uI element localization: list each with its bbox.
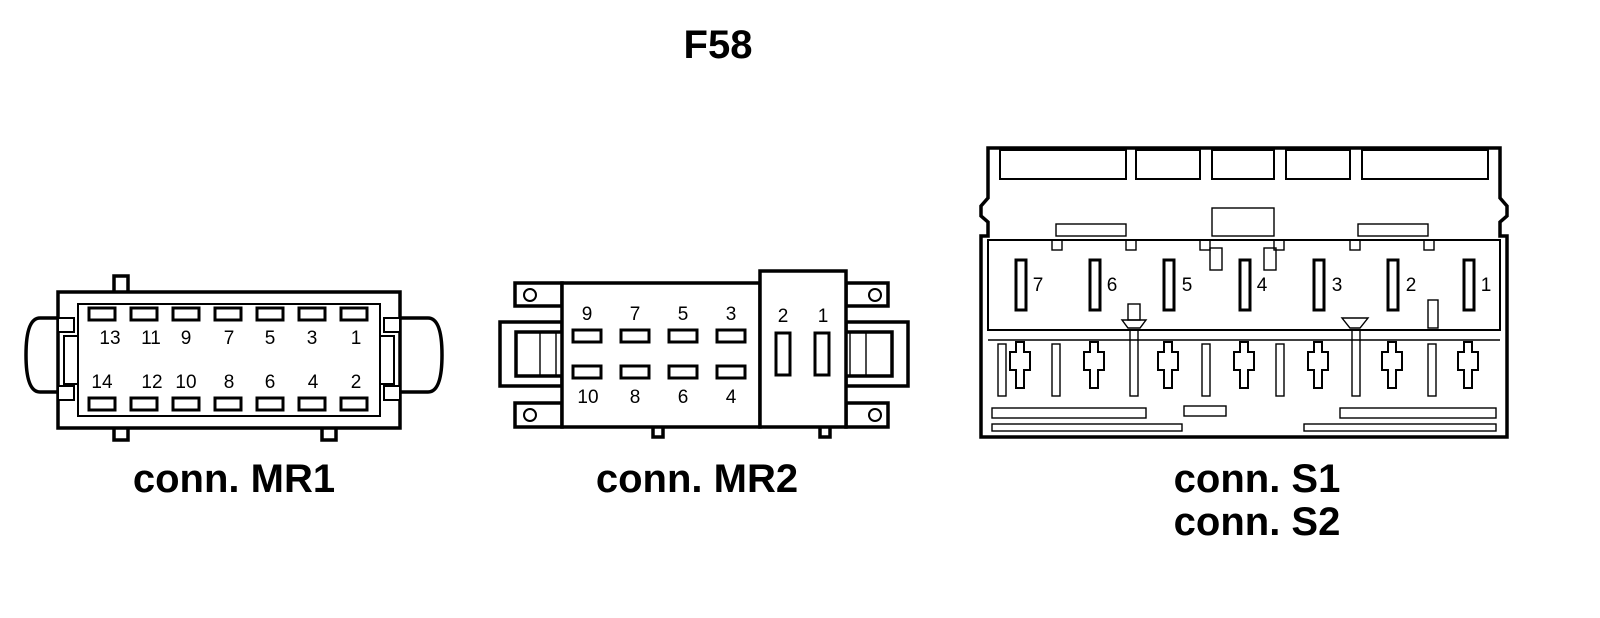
mr2-pin-label: 6 bbox=[678, 387, 689, 408]
mr2-screw-hole bbox=[523, 408, 537, 422]
connector-mr2: 9 7 5 3 10 8 6 4 2 1 conn. MR2 bbox=[498, 269, 910, 501]
mr1-pin-label: 7 bbox=[224, 328, 235, 349]
s-pin-label: 1 bbox=[1481, 275, 1492, 296]
mr2-screw-hole bbox=[523, 288, 537, 302]
s-pin-label: 7 bbox=[1033, 275, 1044, 296]
mr2-pin-label: 9 bbox=[582, 304, 593, 325]
mr2-pin-label: 3 bbox=[726, 304, 737, 325]
mr2-pin-label: 8 bbox=[630, 387, 641, 408]
mr2-screw-hole bbox=[868, 288, 882, 302]
mr1-pin-label: 4 bbox=[308, 372, 319, 393]
s-pin-label: 6 bbox=[1107, 275, 1118, 296]
mr2-pin-label: 10 bbox=[577, 387, 598, 408]
s1-s2-terminal-row bbox=[997, 329, 1479, 397]
mr1-pin-label: 14 bbox=[91, 372, 113, 393]
mr1-pin-label: 6 bbox=[265, 372, 276, 393]
mr1-pin-label: 10 bbox=[175, 372, 196, 393]
mr2-pin-label: 4 bbox=[726, 387, 737, 408]
s-pin-label: 5 bbox=[1182, 275, 1193, 296]
connector-mr1: 13 11 9 7 5 3 1 14 12 10 8 6 4 2 conn. M… bbox=[24, 274, 444, 501]
diagram-title: F58 bbox=[684, 23, 753, 67]
mr1-right-latch bbox=[394, 316, 444, 394]
s-pin-label: 2 bbox=[1406, 275, 1417, 296]
mr1-pin-label: 5 bbox=[265, 328, 276, 349]
mr2-screw-hole bbox=[868, 408, 882, 422]
mr1-pin-label: 8 bbox=[224, 372, 235, 393]
s-pin-label: 4 bbox=[1257, 275, 1268, 296]
mr1-pin-label: 11 bbox=[141, 328, 161, 349]
mr1-pin-label: 12 bbox=[141, 372, 162, 393]
mr1-pin-label: 9 bbox=[181, 328, 192, 349]
mr2-pin-label: 5 bbox=[678, 304, 689, 325]
mr2-pin-label: 1 bbox=[818, 306, 829, 327]
mr1-pin-label: 3 bbox=[307, 328, 318, 349]
s2-caption: conn. S2 bbox=[1174, 500, 1341, 544]
mr1-pin-label: 13 bbox=[99, 328, 120, 349]
mr2-side-block bbox=[758, 269, 848, 429]
mr2-pin-label: 7 bbox=[630, 304, 641, 325]
mr2-caption: conn. MR2 bbox=[596, 457, 798, 501]
s-pin-label: 3 bbox=[1332, 275, 1343, 296]
connector-s1-s2: 7 6 5 4 3 2 1 conn. bbox=[979, 146, 1509, 544]
mr2-pin-label: 2 bbox=[778, 306, 789, 327]
mr1-pin-label: 1 bbox=[351, 328, 362, 349]
s1-caption: conn. S1 bbox=[1174, 457, 1341, 501]
mr1-pin-label: 2 bbox=[351, 372, 362, 393]
mr1-caption: conn. MR1 bbox=[133, 457, 335, 501]
